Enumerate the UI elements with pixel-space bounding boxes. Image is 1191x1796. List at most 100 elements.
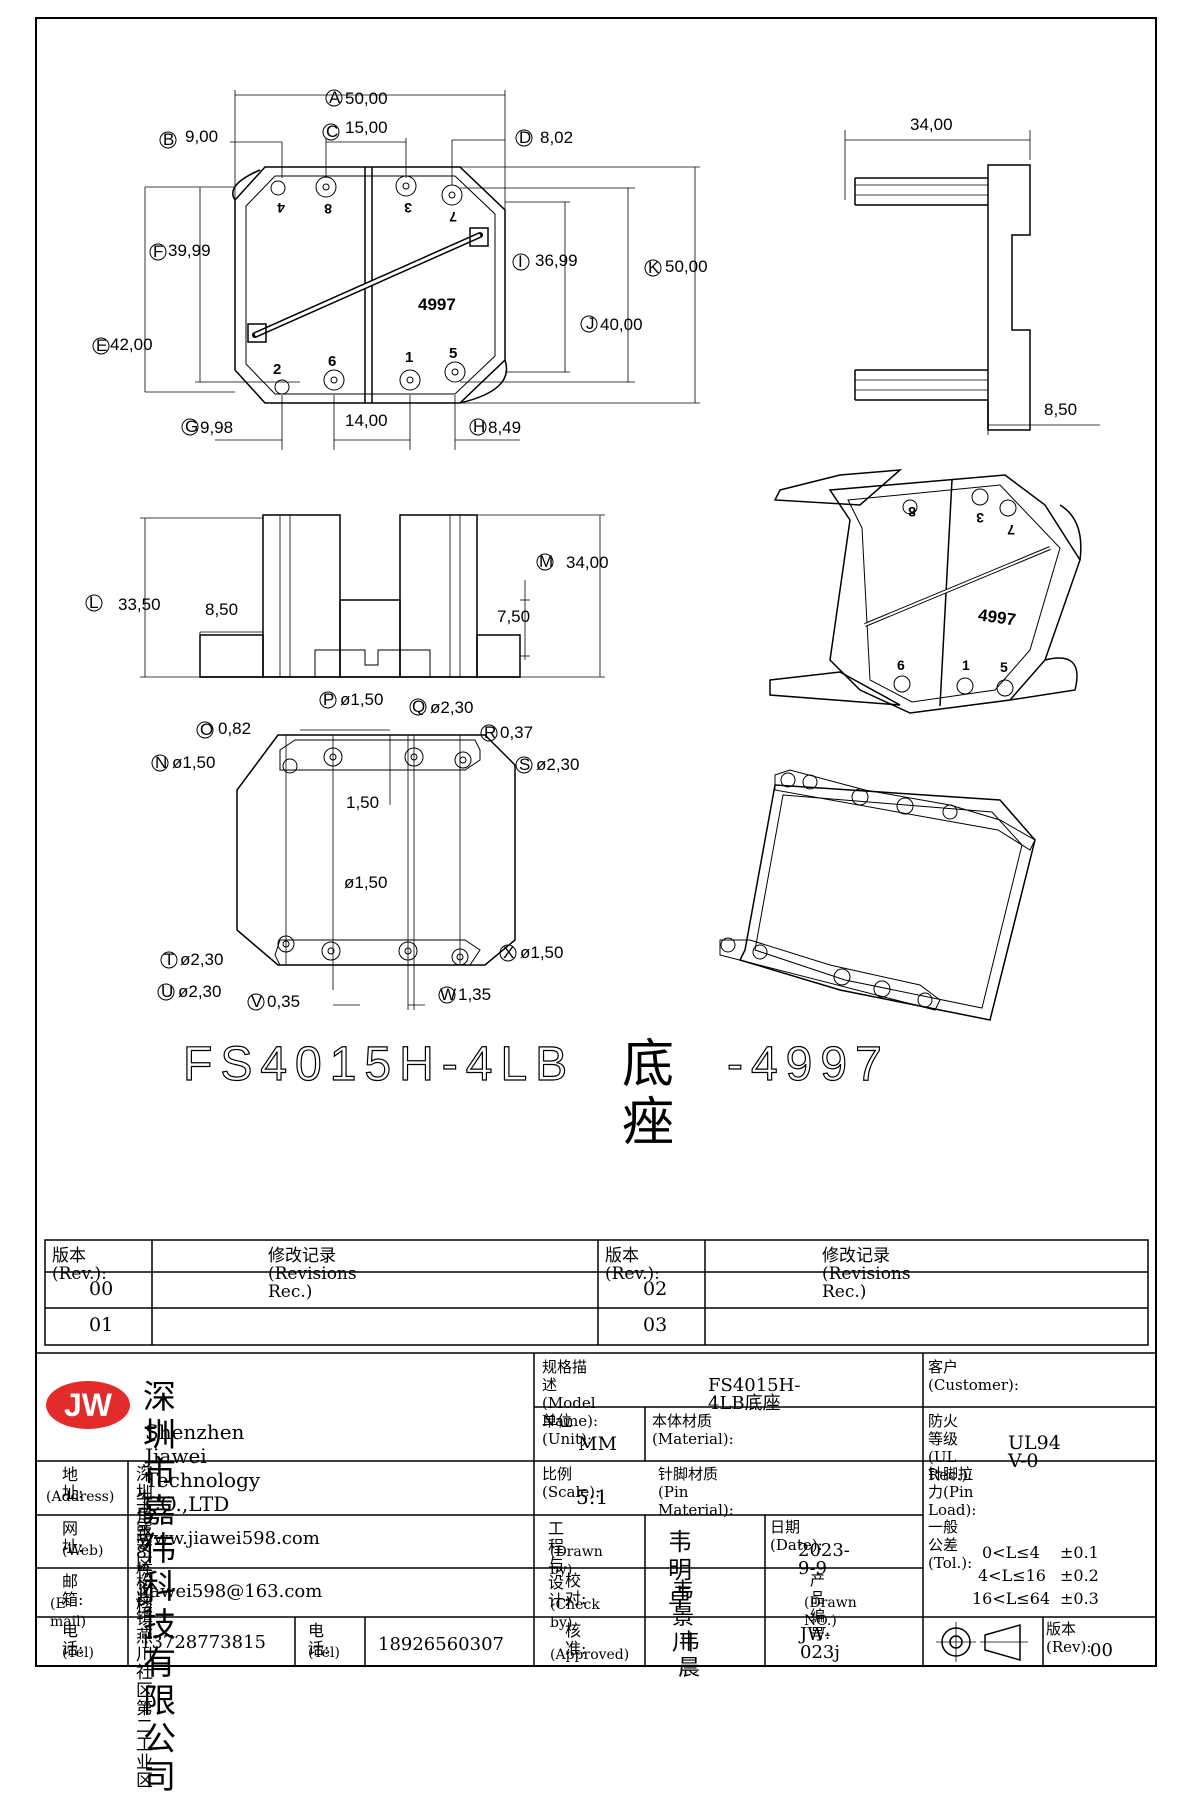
- dim-14: 14,00: [345, 411, 388, 430]
- title-model: FS4015H-4LB: [183, 1038, 575, 1091]
- drawn-no-label-en: (Drawn NO.): [804, 1595, 857, 1629]
- iso-view-bottom: [719, 769, 1036, 1021]
- iso-pin-6: 6: [897, 657, 905, 673]
- tel-1: 13728773815: [140, 1632, 266, 1653]
- pin-5: 5: [449, 345, 457, 362]
- marker-Q: Q: [412, 697, 425, 716]
- pin-load-label: 针脚拉力(Pin Load):: [928, 1465, 977, 1519]
- iso-pin-3: 3: [976, 510, 984, 526]
- pin-1: 1: [405, 349, 413, 366]
- iso-pin-1: 1: [962, 657, 970, 673]
- unit-label: 单位(Unit):: [542, 1412, 592, 1448]
- dim-T: ø2,30: [180, 950, 223, 969]
- circle-letter-markers: A B C D E F G H I J K L M N O P Q R S T …: [85, 88, 662, 1011]
- scale-label: 比例(Scale):: [542, 1465, 601, 1501]
- drawing-sheet: JW 50,00 9,00 15,00 8,02 42,00 39,99 36,…: [35, 17, 1157, 1667]
- customer-label: 客户(Customer):: [928, 1358, 1019, 1394]
- website-link[interactable]: www.jiawei598.com: [138, 1528, 320, 1549]
- dim-B: 9,00: [185, 127, 218, 146]
- pin-material-label: 针脚材质(Pin Material):: [658, 1465, 734, 1519]
- marker-V: V: [251, 992, 263, 1011]
- marker-H: H: [473, 417, 485, 436]
- rev-00: 00: [89, 1278, 114, 1300]
- dim-M: 34,00: [566, 553, 609, 572]
- revision-table: [44, 1239, 1149, 1346]
- marker-J: J: [586, 314, 595, 333]
- marker-M: M: [539, 552, 553, 571]
- marker-L: L: [89, 593, 98, 612]
- iso-view-top: [769, 469, 1082, 714]
- dim-C: 15,00: [345, 118, 388, 137]
- drawn-label: 工程与设计:: [548, 1519, 570, 1610]
- pin-2: 2: [273, 361, 281, 378]
- marker-N: N: [155, 753, 167, 772]
- dim-bottom-mid: 1,50: [346, 793, 379, 812]
- logo-text: JW: [64, 1387, 113, 1423]
- drawn-no-value: JW-023j: [800, 1624, 840, 1663]
- dim-I: 36,99: [535, 251, 578, 270]
- marker-A: A: [329, 88, 341, 107]
- front-view: [140, 514, 605, 678]
- marker-U: U: [161, 982, 173, 1001]
- dim-S: ø2,30: [536, 755, 579, 774]
- part-code-top: 4997: [418, 295, 456, 314]
- dim-F: 39,99: [168, 241, 211, 260]
- view-labels: 34,00 8,50 33,50 8,50 7,50 34,00 0,82 ø1…: [118, 115, 1077, 1011]
- tol-range-3: 16<L≤64: [972, 1589, 1051, 1608]
- marker-R: R: [484, 723, 496, 742]
- approve-label-en: (Approved): [550, 1647, 630, 1663]
- rev-label: 版本(Rev):: [1046, 1620, 1092, 1656]
- tel-label: 电话:: [62, 1621, 84, 1658]
- company-name-en: Shenzhen Jiawei Technology CO.,LTD: [145, 1420, 261, 1516]
- tel-2: 18926560307: [378, 1634, 504, 1655]
- email-link[interactable]: jiawei598@163.com: [138, 1581, 323, 1602]
- pin-7: 7: [449, 209, 457, 225]
- dim-J: 40,00: [600, 315, 643, 334]
- part-code-iso: 4997: [977, 605, 1017, 629]
- address-label: 地址:: [62, 1465, 84, 1502]
- approved-by: 韦晨: [678, 1630, 701, 1681]
- marker-G: G: [185, 417, 198, 436]
- title-cn-2: 痤: [622, 1093, 674, 1153]
- pin-6: 6: [328, 353, 336, 370]
- drawn-no-label: 产品编号:: [810, 1571, 831, 1643]
- web-label: 网址:: [62, 1519, 84, 1556]
- email-label: 邮箱:: [62, 1572, 84, 1609]
- title-code: -4997: [727, 1038, 890, 1091]
- rec-header-right: 修改记录(Revisions Rec.): [822, 1246, 911, 1302]
- tol-range-2: 4<L≤16: [978, 1566, 1046, 1585]
- drawn-label-en: (Drawn by): [550, 1544, 603, 1578]
- marker-S: S: [519, 755, 530, 774]
- dim-N: ø1,50: [172, 753, 215, 772]
- scale-value: 5:1: [576, 1485, 609, 1509]
- ul-value: UL94 V-0: [1008, 1432, 1061, 1472]
- pin-4: 4: [277, 200, 285, 216]
- drawing-title: FS4015H-4LB 底 痤 -4997: [182, 1035, 890, 1153]
- dim-front-step: 7,50: [497, 607, 530, 626]
- marker-P: P: [323, 690, 334, 709]
- dim-side-base: 8,50: [1044, 400, 1077, 419]
- check-label: 校 对:: [565, 1571, 587, 1608]
- tel2-label-en: (Tel): [308, 1645, 340, 1661]
- check-by: 韦景川: [672, 1579, 695, 1656]
- tol-range-1: 0<L≤4: [982, 1543, 1040, 1562]
- rev-header-right: 版本(Rev.):: [605, 1246, 660, 1284]
- rev-02: 02: [643, 1278, 668, 1300]
- tol-value-3: ±0.3: [1060, 1589, 1099, 1608]
- approve-label: 核 准:: [565, 1621, 587, 1658]
- pin-8: 8: [324, 201, 332, 217]
- jw-logo: JW: [46, 1381, 130, 1429]
- email-label-en: (E-mail): [50, 1596, 87, 1630]
- marker-B: B: [163, 130, 174, 149]
- dim-side-width: 34,00: [910, 115, 953, 134]
- marker-W: W: [440, 985, 456, 1004]
- dim-K: 50,00: [665, 257, 708, 276]
- dim-E: 42,00: [110, 335, 153, 354]
- pin-3: 3: [404, 200, 412, 216]
- dim-A: 50,00: [345, 89, 388, 108]
- iso-pin-7: 7: [1007, 522, 1015, 538]
- top-view-labels: 50,00 9,00 15,00 8,02 42,00 39,99 36,99 …: [110, 89, 708, 437]
- drawn-by: 韦明卓: [668, 1528, 692, 1612]
- iso-pin-8: 8: [908, 504, 916, 520]
- address-label-en: (Address): [46, 1489, 115, 1505]
